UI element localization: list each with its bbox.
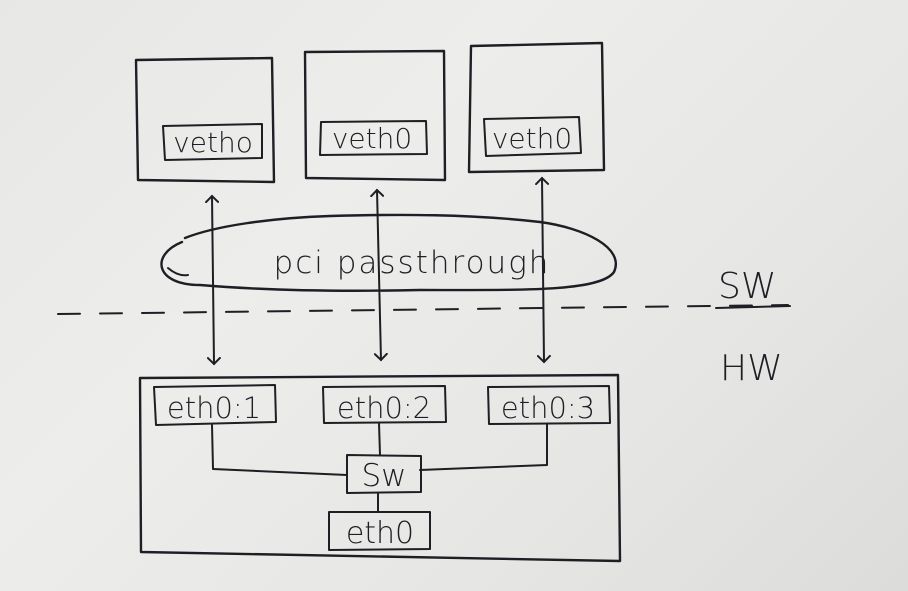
vm-nic-2: veth0 bbox=[319, 120, 428, 156]
vm-box-3 bbox=[467, 41, 606, 174]
hardware-layer-label: HW bbox=[720, 348, 783, 389]
physical-nic-port: eth0 bbox=[328, 511, 431, 551]
virtual-function-1: eth0:1 bbox=[153, 384, 277, 426]
passthrough-cloud: pci passthrough bbox=[160, 213, 617, 292]
passthrough-arrow-2 bbox=[370, 188, 388, 362]
vm-box-1 bbox=[134, 56, 276, 184]
vm-nic-1-label: vetho bbox=[173, 126, 253, 159]
passthrough-arrow-1 bbox=[205, 194, 221, 366]
virtual-function-2-label: eth0:2 bbox=[337, 391, 431, 425]
sw-hw-boundary-line bbox=[57, 304, 789, 315]
software-layer-label: SW bbox=[718, 266, 776, 307]
vm-nic-3: veth0 bbox=[483, 116, 582, 157]
vm-box-2 bbox=[303, 49, 447, 182]
virtual-function-2: eth0:2 bbox=[322, 385, 447, 425]
vm-nic-3-label: veth0 bbox=[492, 122, 572, 155]
passthrough-arrow-3 bbox=[535, 176, 551, 364]
switch-connections bbox=[211, 422, 548, 513]
hardware-nic-box bbox=[138, 373, 622, 563]
vm-nic-1: vetho bbox=[162, 123, 263, 161]
passthrough-label: pci passthrough bbox=[274, 245, 551, 281]
software-layer-underline bbox=[715, 305, 791, 309]
switch-label: Sw bbox=[361, 458, 406, 494]
physical-nic-label: eth0 bbox=[346, 516, 414, 551]
virtual-function-3-label: eth0:3 bbox=[501, 391, 595, 425]
vm-nic-2-label: veth0 bbox=[332, 122, 412, 155]
embedded-switch: Sw bbox=[346, 454, 422, 494]
virtual-function-3: eth0:3 bbox=[487, 385, 611, 425]
virtual-function-1-label: eth0:1 bbox=[167, 391, 261, 425]
